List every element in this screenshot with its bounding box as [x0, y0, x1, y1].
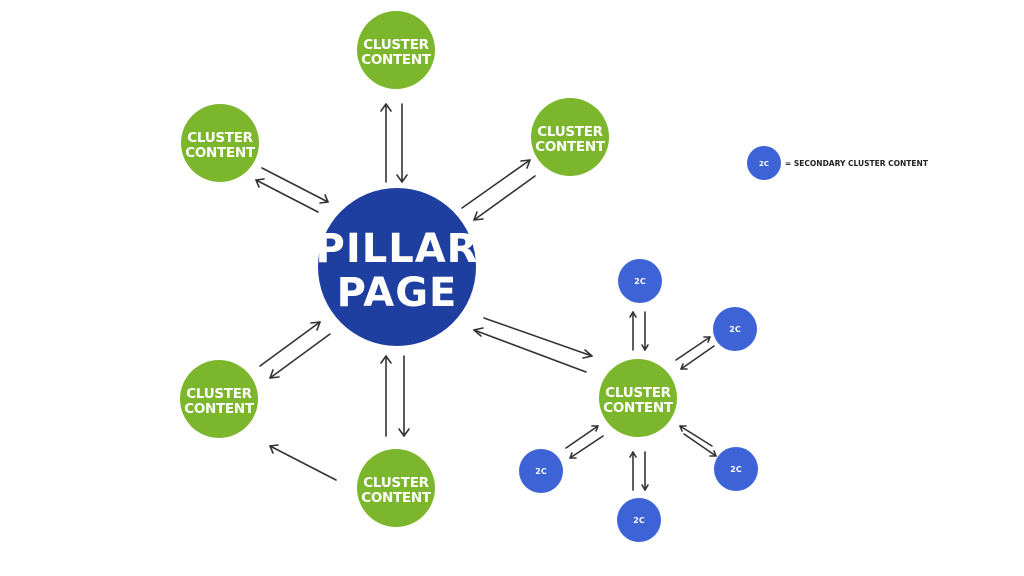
- cluster-label-line-1: CLUSTER: [186, 386, 252, 402]
- arrow-pillar-cluster-top-left: [255, 167, 329, 213]
- arrow-cluster-secondary-top-right: [675, 336, 715, 370]
- cluster-label-line-1: CLUSTER: [605, 385, 671, 401]
- secondary-node-bottom-left: 2C: [519, 449, 563, 493]
- secondary-label: 2C: [633, 516, 645, 525]
- pillar-line-2: PAGE: [337, 270, 458, 316]
- cluster-label-line-2: CONTENT: [535, 139, 606, 155]
- secondary-label: 2C: [729, 325, 741, 334]
- arrow-cluster-secondary-bottom-left: [565, 425, 604, 459]
- secondary-label: 2C: [730, 465, 742, 474]
- secondary-node-bottom-right: 2C: [714, 447, 758, 491]
- pillar-page-node: PILLAR PAGE: [316, 188, 479, 346]
- legend-text: = SECONDARY CLUSTER CONTENT: [785, 159, 929, 168]
- legend-symbol-label: 2C: [759, 160, 769, 168]
- cluster-label-line-2: CONTENT: [185, 145, 256, 161]
- arrow-cluster-secondary-bottom: [629, 451, 649, 491]
- cluster-node-top-right: CLUSTER CONTENT: [531, 98, 609, 176]
- secondary-node-bottom: 2C: [617, 498, 661, 542]
- arrow-pillar-cluster-top-right: [461, 159, 536, 221]
- arrow-cluster-to-cluster: [269, 444, 337, 481]
- cluster-label-line-1: CLUSTER: [537, 124, 603, 140]
- pillar-line-1: PILLAR: [316, 226, 479, 272]
- cluster-node-top-left: CLUSTER CONTENT: [181, 104, 259, 182]
- cluster-node-bottom-left: CLUSTER CONTENT: [180, 360, 258, 438]
- cluster-label-line-2: CONTENT: [361, 52, 432, 68]
- legend: 2C = SECONDARY CLUSTER CONTENT: [747, 146, 929, 180]
- arrow-cluster-secondary-bottom-right: [679, 425, 717, 457]
- arrow-pillar-cluster-right: [473, 317, 593, 373]
- cluster-node-right: CLUSTER CONTENT: [599, 359, 677, 437]
- cluster-label-line-2: CONTENT: [361, 490, 432, 506]
- arrow-pillar-cluster-top: [380, 103, 408, 183]
- secondary-node-top: 2C: [618, 259, 662, 303]
- cluster-node-top: CLUSTER CONTENT: [357, 11, 435, 89]
- cluster-label-line-2: CONTENT: [184, 401, 255, 417]
- legend-symbol: [747, 146, 781, 180]
- cluster-label-line-1: CLUSTER: [363, 475, 429, 491]
- arrow-cluster-secondary-top: [629, 311, 649, 351]
- secondary-label: 2C: [634, 277, 646, 286]
- arrow-pillar-cluster-bottom: [380, 355, 410, 437]
- cluster-label-line-1: CLUSTER: [187, 130, 253, 146]
- cluster-label-line-1: CLUSTER: [363, 37, 429, 53]
- secondary-node-top-right: 2C: [713, 307, 757, 351]
- secondary-label: 2C: [535, 467, 547, 476]
- cluster-label-line-2: CONTENT: [603, 400, 674, 416]
- cluster-node-bottom: CLUSTER CONTENT: [357, 449, 435, 527]
- arrow-pillar-cluster-bottom-left: [259, 321, 331, 379]
